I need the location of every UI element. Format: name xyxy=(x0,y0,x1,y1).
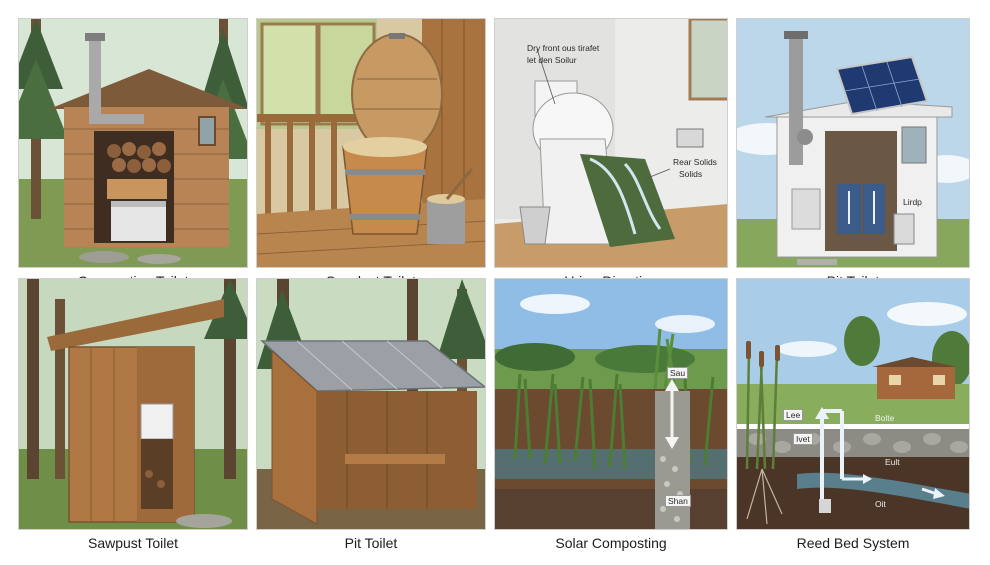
reed-bed-system-illustration xyxy=(737,279,969,529)
annotation-rear-solids: Rear Solids xyxy=(673,157,717,167)
annotation-eult: Eult xyxy=(885,457,900,467)
pit-toilet-lean-to-illustration xyxy=(257,279,485,529)
panel-reed-bed-system: Lee Ivet Bolte Eult Oit xyxy=(736,278,970,530)
annotation-oit: Oit xyxy=(875,499,886,509)
annotation-solids: Solids xyxy=(679,169,703,179)
sawpust-toilet-illustration xyxy=(19,279,247,529)
annotation-sau: Sau xyxy=(667,367,689,379)
composting-toilet-illustration xyxy=(19,19,247,267)
panel-composting-toilet xyxy=(18,18,248,268)
caption-sawpust-toilet: Sawpust Toilet xyxy=(87,535,178,551)
pit-toilet-solar-shed-illustration xyxy=(737,19,969,267)
caption-reed-bed-system: Reed Bed System xyxy=(796,535,910,551)
caption-solar-composting: Solar Composting xyxy=(555,535,667,551)
annotation-let-den-soilur: let den Soilur xyxy=(527,55,577,65)
annotation-lirdp: Lirdp xyxy=(903,197,922,207)
panel-pit-toilet-lean-to xyxy=(256,278,486,530)
panel-pit-toilet-solar-shed: Lirdp xyxy=(736,18,970,268)
caption-pit-toilet-bottom: Pit Toilet xyxy=(344,535,398,551)
annotation-lee: Lee xyxy=(783,409,804,421)
panel-sawpust-toilet xyxy=(18,278,248,530)
solar-composting-illustration xyxy=(495,279,727,529)
annotation-shan: Shan xyxy=(665,495,691,507)
annotation-ivet: Ivet xyxy=(793,433,813,445)
annotation-bolte: Bolte xyxy=(875,413,895,423)
panel-sawdust-toilet xyxy=(256,18,486,268)
panel-solar-composting: Sau Shan xyxy=(494,278,728,530)
urine-diverting-illustration xyxy=(495,19,727,267)
panel-urine-diverting: Dry front ous tirafet let den Soilur Rea… xyxy=(494,18,728,268)
annotation-dry-front: Dry front ous tirafet xyxy=(527,43,600,53)
sawdust-toilet-illustration xyxy=(257,19,485,267)
